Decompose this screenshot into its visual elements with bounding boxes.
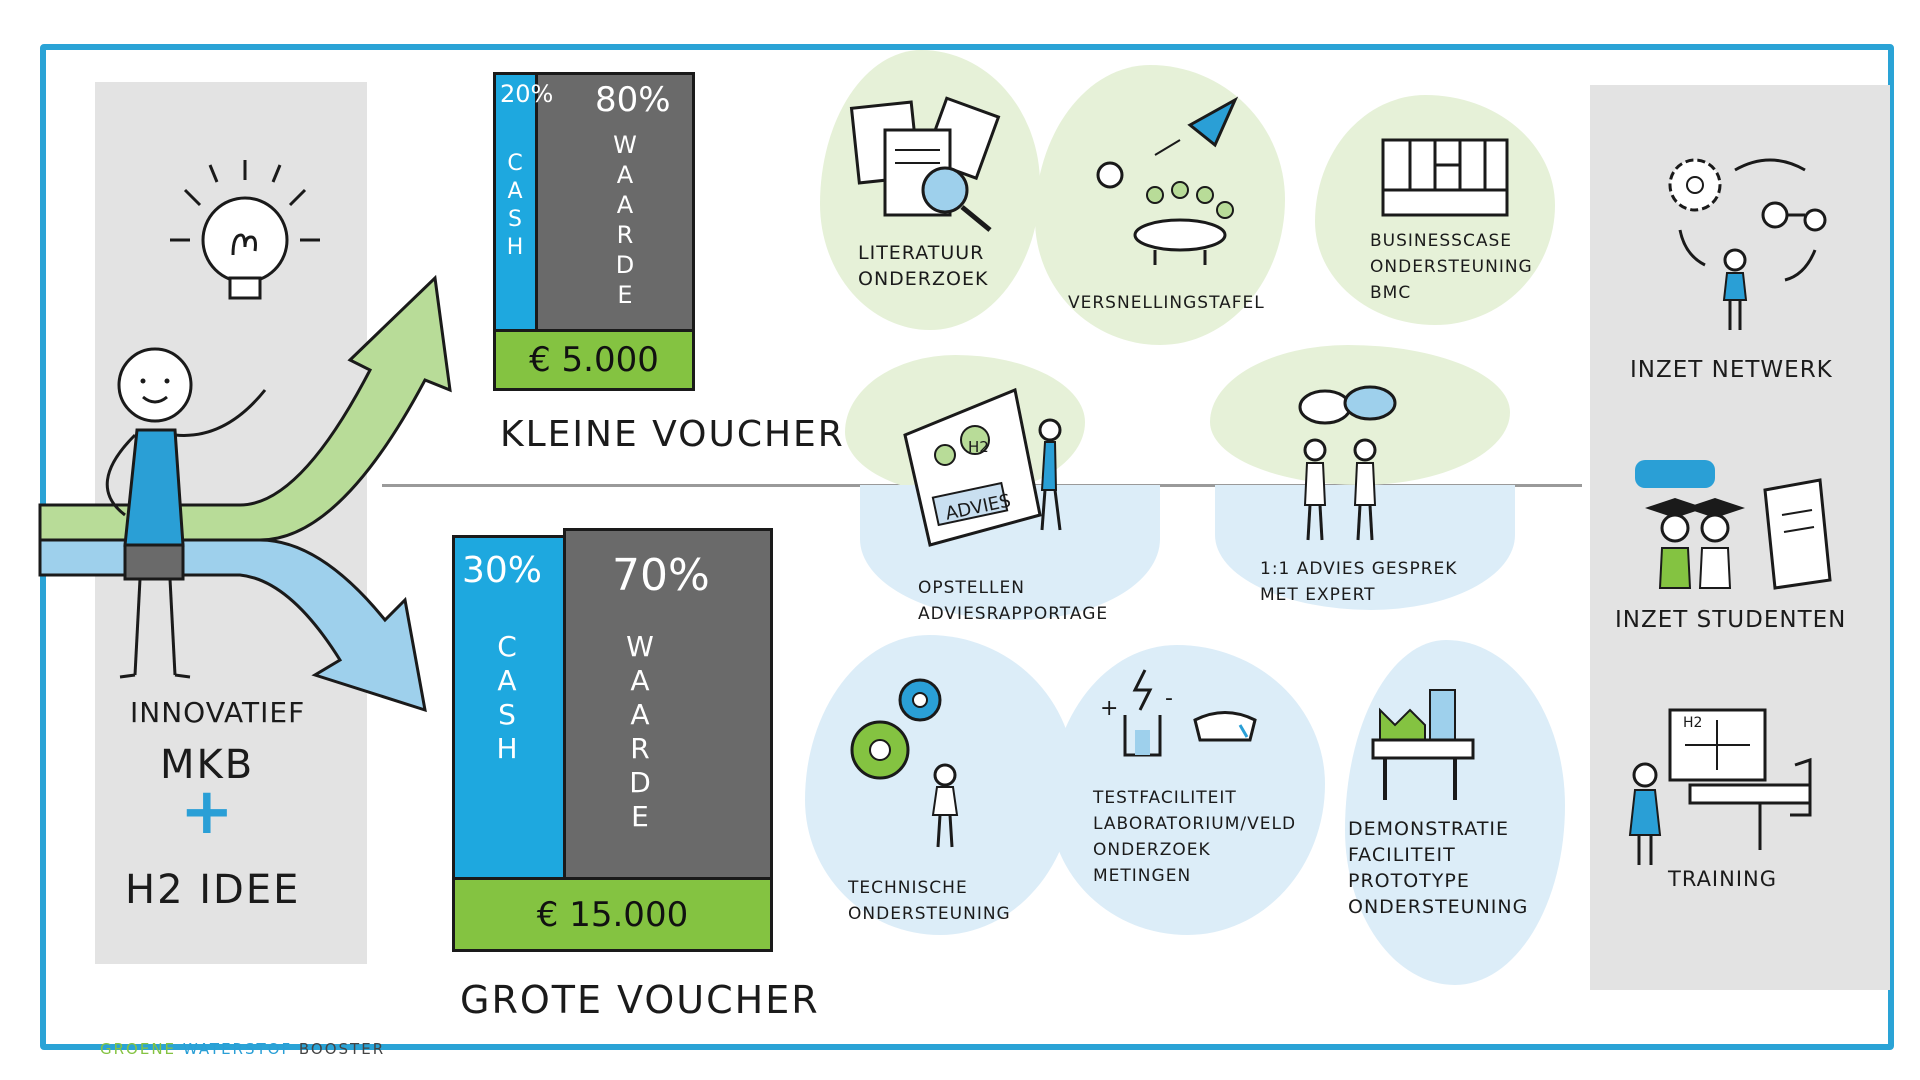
netwerk-label: INZET NETWERK xyxy=(1630,357,1833,383)
businesscase-label: BUSINESSCASE ONDERSTEUNING BMC xyxy=(1370,231,1533,303)
svg-text:-: - xyxy=(1165,686,1173,711)
canvas-grid-icon xyxy=(1381,138,1509,217)
small-voucher-cash-bar xyxy=(493,72,538,332)
small-voucher-value-label: W A A R D E xyxy=(613,131,637,309)
documents-magnifier-icon xyxy=(849,96,1001,232)
small-voucher-amount: € 5.000 xyxy=(493,329,695,391)
growth-arrows-icon xyxy=(38,274,452,713)
literatuur-label: LITERATUUR ONDERZOEK xyxy=(858,242,989,290)
rocket-table-icon xyxy=(1096,96,1239,265)
small-voucher-value-pct: 80% xyxy=(595,80,671,120)
demonstratie-label: DEMONSTRATIE FACILITEIT PROTOTYPE ONDERS… xyxy=(1348,818,1529,918)
footer-word-waterstof: WATERSTOF xyxy=(182,1040,293,1058)
large-voucher-cash-label: C A S H xyxy=(496,630,518,765)
entrepreneur-figure-icon xyxy=(105,347,267,679)
large-voucher-value-pct: 70% xyxy=(612,550,710,601)
mkb-title-line2: MKB xyxy=(160,742,255,788)
test-facility-icon: + - xyxy=(1100,669,1257,757)
studenten-label: INZET STUDENTEN xyxy=(1615,607,1847,633)
lightbulb-icon xyxy=(170,160,320,300)
mkb-title-line1: INNOVATIEF xyxy=(130,696,306,729)
training-label: TRAINING xyxy=(1668,867,1778,891)
network-cycle-icon xyxy=(1668,158,1827,330)
report-book-icon xyxy=(903,387,1062,547)
small-voucher-cash-label: C A S H xyxy=(506,151,524,260)
small-voucher-value-bar xyxy=(535,72,695,332)
conversation-icon xyxy=(1298,385,1397,541)
training-board-icon xyxy=(1628,708,1812,865)
students-icon xyxy=(1635,460,1832,590)
mkb-title-line3: H2 IDEE xyxy=(125,867,301,913)
training-board-text: H2 xyxy=(1683,715,1703,731)
large-voucher-value-bar xyxy=(563,528,773,880)
gesprek-label: 1:1 ADVIES GESPREK MET EXPERT xyxy=(1260,559,1458,605)
small-voucher-title: KLEINE VOUCHER xyxy=(500,414,845,455)
service-zone-testfaciliteit xyxy=(1050,645,1325,935)
large-voucher-amount: € 15.000 xyxy=(452,877,773,952)
advies-label: OPSTELLEN ADVIESRAPPORTAGE xyxy=(918,578,1109,624)
gears-icon xyxy=(850,678,959,848)
large-voucher-title: GROTE VOUCHER xyxy=(460,978,820,1022)
small-voucher-cash-pct: 20% xyxy=(500,80,554,108)
plus-icon: + xyxy=(180,775,234,849)
footer-brand: GROENE WATERSTOF BOOSTER xyxy=(100,1040,385,1058)
footer-word-booster: BOOSTER xyxy=(298,1040,386,1058)
large-voucher-cash-bar xyxy=(452,535,566,880)
technisch-label: TECHNISCHE ONDERSTEUNING xyxy=(848,878,1011,924)
demo-facility-icon xyxy=(1371,689,1475,800)
advies-book-h2: H2 xyxy=(968,438,989,456)
large-voucher-cash-pct: 30% xyxy=(462,550,543,591)
service-zone-versnellingstafel xyxy=(1035,65,1285,345)
large-voucher-value-label: W A A R D E xyxy=(626,630,654,833)
versnellingstafel-label: VERSNELLINGSTAFEL xyxy=(1068,293,1265,313)
testfaciliteit-label: TESTFACILITEIT LABORATORIUM/VELD ONDERZO… xyxy=(1093,788,1297,886)
svg-text:+: + xyxy=(1100,696,1118,721)
footer-word-groene: GROENE xyxy=(100,1040,177,1058)
